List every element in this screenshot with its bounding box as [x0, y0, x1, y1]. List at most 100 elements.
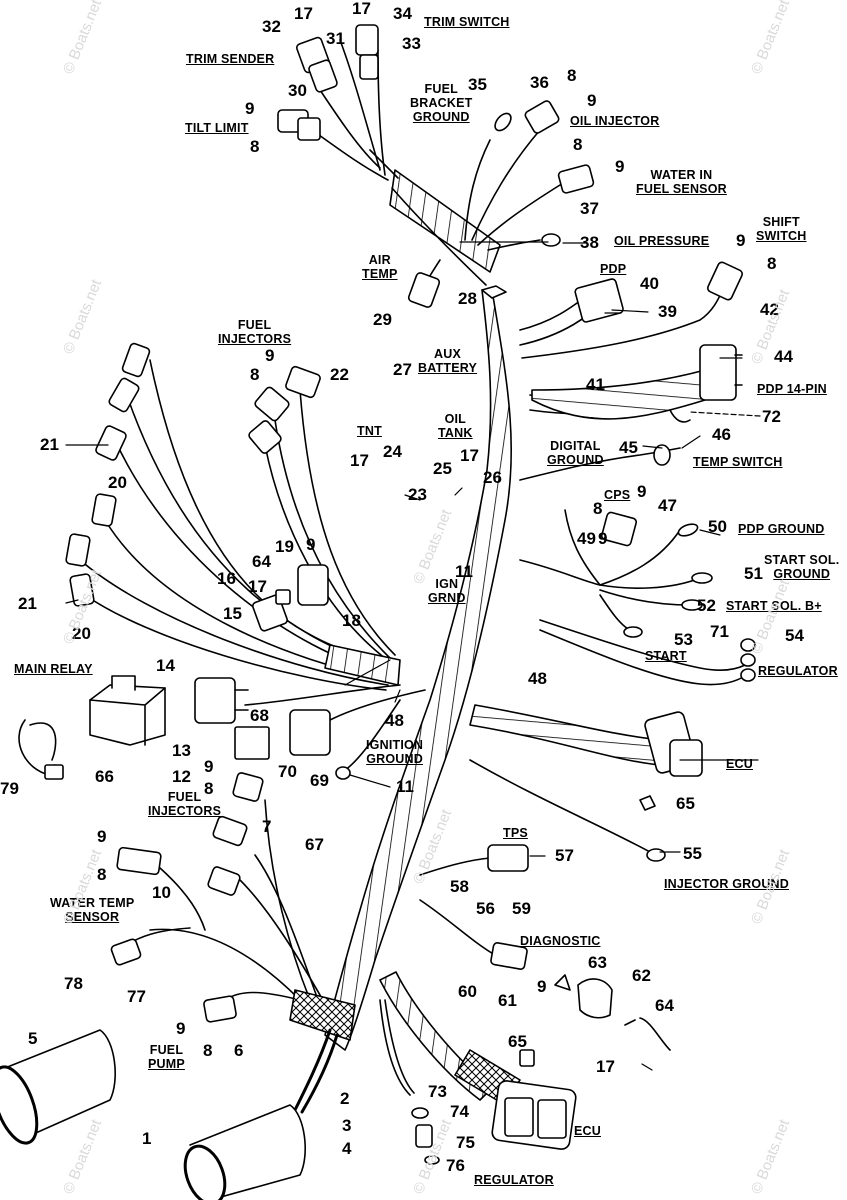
label-cps: CPS — [604, 488, 631, 502]
callout: 9 — [265, 346, 275, 365]
callout: 42 — [760, 300, 779, 319]
callout: 16 — [217, 569, 236, 588]
callout: 67 — [305, 835, 324, 854]
callout: 3 — [342, 1116, 352, 1135]
callout: 66 — [95, 767, 114, 786]
callout: 17 — [350, 451, 369, 470]
callout: 11 — [455, 562, 473, 581]
label-ecu-bottom: ECU — [574, 1124, 601, 1138]
callout: 17 — [294, 4, 313, 23]
callout: 2 — [340, 1089, 350, 1108]
callout: 56 — [476, 899, 495, 918]
callout: 71 — [710, 622, 729, 641]
callout: 18 — [342, 611, 361, 630]
callout: 53 — [674, 630, 693, 649]
callout: 12 — [172, 767, 191, 786]
callout: 9 — [204, 757, 214, 776]
callout: 35 — [468, 75, 487, 94]
label-pdp: PDP — [600, 262, 627, 276]
callout: 28 — [458, 289, 477, 308]
callout: 65 — [676, 794, 695, 813]
label-start-sol-b: START SOL. B+ — [726, 599, 822, 613]
protective-sleeves — [0, 1029, 306, 1200]
callout: 54 — [785, 626, 804, 645]
callout: 19 — [275, 537, 294, 556]
callout: 8 — [204, 779, 214, 798]
upper-right-connectors — [407, 100, 595, 308]
callout: 39 — [658, 302, 677, 321]
callout: 57 — [555, 846, 574, 865]
callout: 9 — [306, 535, 316, 554]
label-regulator-bottom: REGULATOR — [474, 1173, 554, 1187]
label-main-relay: MAIN RELAY — [14, 662, 93, 676]
leader-lines — [65, 241, 761, 1071]
callout: 9 — [537, 977, 547, 996]
label-pdp-14-pin: PDP 14-PIN — [757, 382, 827, 396]
label-temp-switch: TEMP SWITCH — [693, 455, 783, 469]
tie-strap — [18, 719, 64, 780]
callout: 15 — [223, 604, 242, 623]
callout: 9 — [598, 529, 608, 548]
label-tnt: TNT — [357, 424, 382, 438]
callout: 36 — [530, 73, 549, 92]
callout: 17 — [352, 0, 371, 18]
callout: 64 — [252, 552, 271, 571]
callout: 68 — [250, 706, 269, 725]
callout: 21 — [18, 594, 37, 613]
callout: 31 — [326, 29, 345, 48]
tps-diagnostic — [419, 844, 671, 1051]
callout: 69 — [310, 771, 329, 790]
callout: 33 — [402, 34, 421, 53]
callout: 17 — [596, 1057, 615, 1076]
callout: 4 — [342, 1139, 352, 1158]
callout: 63 — [588, 953, 607, 972]
callout: 75 — [456, 1133, 475, 1152]
ecu-branch-right — [469, 704, 703, 862]
callout: 38 — [580, 233, 599, 252]
label-tps: TPS — [503, 826, 528, 840]
label-trim-switch: TRIM SWITCH — [424, 15, 510, 29]
label-tilt-limit: TILT LIMIT — [185, 121, 249, 135]
callout: 27 — [393, 360, 412, 379]
callout: 59 — [512, 899, 531, 918]
callout: 9 — [176, 1019, 186, 1038]
label-start: START — [645, 649, 687, 663]
callout: 24 — [383, 442, 402, 461]
callout: 37 — [580, 199, 599, 218]
callout: 55 — [683, 844, 702, 863]
callout: 61 — [498, 991, 517, 1010]
callout: 9 — [97, 827, 107, 846]
callout: 8 — [593, 499, 603, 518]
callout: 5 — [28, 1029, 38, 1048]
label-ecu-right: ECU — [726, 757, 753, 771]
callout: 46 — [712, 425, 731, 444]
callout: 20 — [72, 624, 91, 643]
callout: 76 — [446, 1156, 465, 1175]
callout: 9 — [245, 99, 255, 118]
trim-sender-connector — [277, 24, 379, 141]
callout: 74 — [450, 1102, 469, 1121]
upper-harness-branch — [311, 39, 561, 291]
callout: 9 — [615, 157, 625, 176]
callout: 48 — [528, 669, 547, 688]
callout: 13 — [172, 741, 191, 760]
left-branches — [65, 342, 426, 780]
main-relay — [89, 675, 166, 746]
label-injector-ground: INJECTOR GROUND — [664, 877, 790, 891]
callout: 79 — [0, 779, 19, 798]
ecu-bottom — [379, 999, 577, 1165]
callout: 10 — [152, 883, 171, 902]
callout: 17 — [248, 577, 267, 596]
callout: 30 — [288, 81, 307, 100]
callout: 20 — [108, 473, 127, 492]
